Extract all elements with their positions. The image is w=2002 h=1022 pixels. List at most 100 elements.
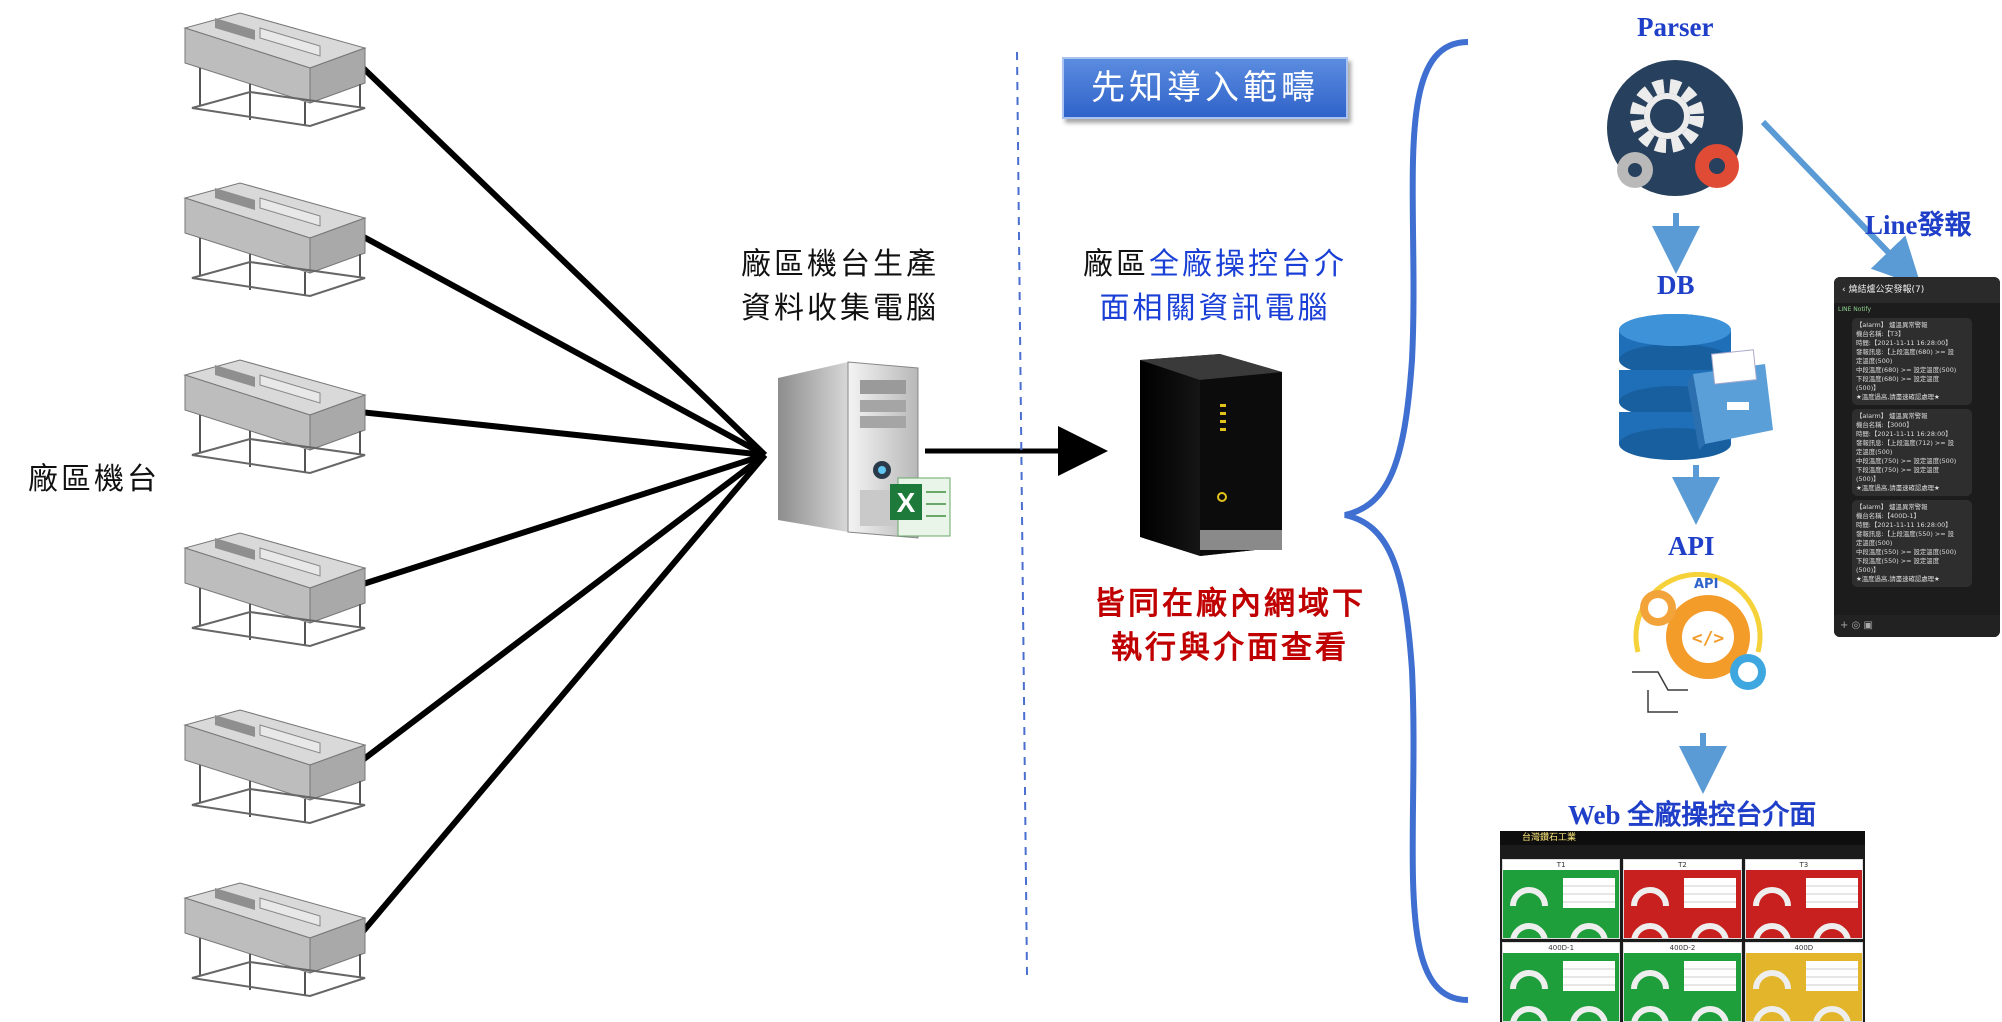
scope-title: 先知導入範疇 — [1062, 57, 1348, 119]
api-title: API — [1668, 531, 1715, 561]
database-icon — [1619, 314, 1773, 460]
gauge-icons — [1510, 878, 1615, 938]
scope-divider — [1016, 51, 1028, 976]
machine-link-1 — [357, 62, 768, 458]
phone-chat-body: LINE Notify 【alarm】 爐溫異常警報機台名稱:【T3】時間:【2… — [1838, 305, 1996, 613]
gauge-icons — [1631, 961, 1737, 1021]
server-label-line1: 廠區全廠操控台介 — [1070, 243, 1360, 287]
message-line: (500)】 — [1856, 566, 1880, 574]
collector-pc-icon: X — [778, 361, 951, 539]
message-line: 機台名稱:【3000】 — [1856, 421, 1913, 429]
dashboard-header: 台灣鑽石工業 — [1500, 831, 1865, 845]
message-line: ★溫度過高,請盡速確認處理★ — [1856, 575, 1940, 583]
dashboard-tabs — [1500, 845, 1865, 857]
phone-input-bar[interactable]: + ◎ ▣ — [1834, 615, 2000, 637]
machine-status-panel[interactable]: 400D-1 — [1502, 942, 1621, 1022]
collector-label: 廠區機台生產 資料收集電腦 — [735, 243, 945, 331]
machine-status-panel[interactable]: T1 — [1502, 859, 1621, 939]
panel-title: 400D — [1745, 943, 1862, 953]
message-line: 時間:【2021-11-11 16:28:00】 — [1856, 521, 1952, 529]
machines-label: 廠區機台 — [28, 462, 160, 497]
line-alert-title: Line發報 — [1865, 210, 1972, 240]
message-line: 【alarm】 爐溫異常警報 — [1856, 412, 1928, 420]
message-line: 定溫度(500) — [1856, 539, 1893, 547]
factory-machine-2 — [183, 182, 367, 298]
message-line: 中段溫度(550) >= 設定溫度(500) — [1856, 548, 1957, 556]
line-alert-message: 【alarm】 爐溫異常警報機台名稱:【3000】時間:【2021-11-11 … — [1852, 409, 1972, 496]
message-line: 時間:【2021-11-11 16:28:00】 — [1856, 430, 1952, 438]
message-line: 時間:【2021-11-11 16:28:00】 — [1856, 339, 1952, 347]
svg-text:</>: </> — [1692, 628, 1725, 649]
factory-machine-5 — [183, 709, 367, 825]
web-dashboard-screenshot: 台灣鑽石工業 T1 T2 T3 400D-1 400D-2 400D — [1500, 831, 1865, 1022]
panel-title: T3 — [1745, 860, 1862, 870]
parser-to-line-arrow — [1760, 119, 1922, 287]
message-line: 【alarm】 爐溫異常警報 — [1856, 503, 1928, 511]
machine-status-panel[interactable]: 400D-2 — [1623, 942, 1742, 1022]
server-label: 廠區全廠操控台介 面相關資訊電腦 — [1070, 243, 1360, 331]
server-label-line2: 面相關資訊電腦 — [1099, 291, 1331, 326]
message-line: 機台名稱:【400D-1】 — [1856, 512, 1920, 520]
factory-machine-1 — [183, 12, 367, 128]
machine-status-panel[interactable]: 400D — [1744, 942, 1863, 1022]
machine-status-panel[interactable]: T2 — [1623, 859, 1742, 939]
panel-title: 400D-1 — [1503, 943, 1620, 953]
message-line: 發報訊息:【上段溫度(550) >= 設 — [1856, 530, 1955, 538]
server-label-prefix: 廠區 — [1083, 247, 1149, 282]
message-line: (500)】 — [1856, 384, 1880, 392]
machine-link-5 — [358, 452, 767, 765]
dashboard-grid: T1 T2 T3 400D-1 400D-2 400D — [1502, 859, 1863, 1022]
machine-status-panel[interactable]: T3 — [1744, 859, 1863, 939]
machine-link-6 — [357, 453, 768, 937]
factory-machine-3 — [183, 359, 367, 475]
message-line: 【alarm】 爐溫異常警報 — [1856, 321, 1928, 329]
phone-chat-title: 燒結爐公安發報(7) — [1848, 285, 1925, 295]
factory-machine-6 — [183, 882, 367, 998]
gauge-icons — [1510, 961, 1615, 1021]
db-title: DB — [1657, 270, 1695, 300]
message-line: 中段溫度(680) >= 設定溫度(500) — [1856, 366, 1957, 374]
svg-text:API: API — [1694, 577, 1718, 592]
message-line: 機台名稱:【T3】 — [1856, 330, 1905, 338]
panel-title: 400D-2 — [1624, 943, 1741, 953]
machine-links — [357, 62, 768, 937]
panel-title: T2 — [1624, 860, 1741, 870]
line-alert-message: 【alarm】 爐溫異常警報機台名稱:【T3】時間:【2021-11-11 16… — [1852, 318, 1972, 405]
network-note-line2: 執行與介面查看 — [1111, 630, 1349, 666]
message-line: 定溫度(500) — [1856, 357, 1893, 365]
message-line: 中段溫度(750) >= 設定溫度(500) — [1856, 457, 1957, 465]
phone-sender: LINE Notify — [1838, 306, 1872, 313]
gauge-icons — [1752, 961, 1858, 1021]
machine-link-4 — [359, 452, 766, 588]
server-label-highlight: 全廠操控台介 — [1149, 247, 1347, 282]
factory-machine-4 — [183, 532, 367, 648]
api-gears-icon: </> API — [1632, 572, 1766, 713]
line-phone-screen: ‹ 燒結爐公安發報(7) LINE Notify 【alarm】 爐溫異常警報機… — [1834, 277, 2000, 637]
phone-chat-header: ‹ 燒結爐公安發報(7) — [1834, 277, 2000, 303]
panel-title: T1 — [1503, 860, 1620, 870]
message-line: 下段溫度(750) >= 設定溫度 — [1856, 466, 1940, 474]
scope-brace — [1344, 39, 1469, 1003]
gauge-icons — [1752, 878, 1858, 938]
gauge-icons — [1631, 878, 1737, 938]
collector-label-line2: 資料收集電腦 — [741, 291, 939, 326]
machine-link-3 — [359, 409, 766, 458]
parser-title: Parser — [1637, 12, 1714, 42]
message-line: 發報訊息:【上段溫度(712) >= 設 — [1856, 439, 1955, 447]
message-line: 下段溫度(550) >= 設定溫度 — [1856, 557, 1940, 565]
network-note: 皆同在廠內網域下 執行與介面查看 — [1085, 582, 1375, 670]
web-title: Web 全廠操控台介面 — [1568, 800, 1817, 830]
message-line: 發報訊息:【上段溫度(680) >= 設 — [1856, 348, 1955, 356]
message-line: (500)】 — [1856, 475, 1880, 483]
message-line: ★溫度過高,請盡速確認處理★ — [1856, 393, 1940, 401]
back-icon[interactable]: ‹ — [1842, 285, 1849, 295]
message-line: ★溫度過高,請盡速確認處理★ — [1856, 484, 1940, 492]
line-alert-message: 【alarm】 爐溫異常警報機台名稱:【400D-1】時間:【2021-11-1… — [1852, 500, 1972, 587]
collector-label-line1: 廠區機台生產 — [741, 247, 939, 282]
message-line: 定溫度(500) — [1856, 448, 1893, 456]
network-note-line1: 皆同在廠內網域下 — [1094, 586, 1366, 622]
parser-gear-icon — [1607, 60, 1743, 196]
message-line: 下段溫度(680) >= 設定溫度 — [1856, 375, 1940, 383]
dashboard-company: 台灣鑽石工業 — [1522, 833, 1577, 843]
